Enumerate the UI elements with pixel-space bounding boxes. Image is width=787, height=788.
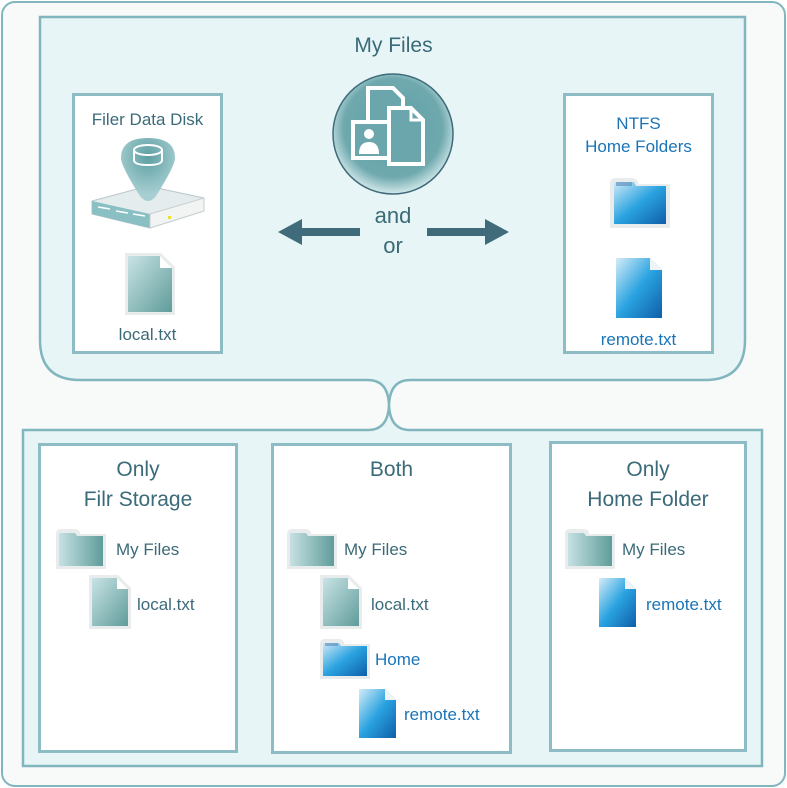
arrow-left-icon xyxy=(278,219,360,245)
my-files-icon xyxy=(332,73,454,195)
file-icon-blue xyxy=(599,578,636,627)
connector-and-label: and xyxy=(374,203,412,228)
file-icon-teal xyxy=(320,575,362,629)
outcome-3-title-line1: Only xyxy=(626,458,670,481)
ntfs-title-line2: Home Folders xyxy=(585,137,692,156)
outcome-2-item-2-label: local.txt xyxy=(371,595,429,614)
remote-file-label: remote.txt xyxy=(600,330,677,349)
outcome-3-item-2-label: remote.txt xyxy=(646,595,722,614)
file-icon-blue xyxy=(359,689,396,738)
outcome-1-title-line1: Only xyxy=(116,458,160,481)
local-file-label: local.txt xyxy=(118,325,177,344)
connector-or-label: or xyxy=(383,233,403,258)
filer-data-disk-title: Filer Data Disk xyxy=(91,110,204,129)
outcome-2-item-3-label: Home xyxy=(375,650,421,669)
arrow-right-icon xyxy=(427,219,509,245)
outcome-both: Both My Files local.txt Home remote.txt xyxy=(271,443,512,754)
file-icon-teal xyxy=(89,575,131,629)
ntfs-home-folders-box: NTFS Home Folders remote.txt xyxy=(563,93,714,354)
outcome-1-item-2-label: local.txt xyxy=(137,595,195,614)
outcome-3-title-line2: Home Folder xyxy=(587,488,709,511)
my-files-title: My Files xyxy=(354,34,433,57)
outcome-1-item-1-label: My Files xyxy=(116,540,180,559)
file-icon-blue xyxy=(616,258,662,318)
outcome-2-item-4-label: remote.txt xyxy=(404,705,480,724)
filer-data-disk-box: Filer Data Disk local.txt xyxy=(72,93,223,354)
folder-icon-teal xyxy=(56,529,106,569)
outcome-only-filr-storage: Only Filr Storage My Files local.txt xyxy=(38,443,238,753)
folder-icon-teal xyxy=(565,529,615,569)
server-disk-icon xyxy=(91,138,205,229)
outcome-1-title-line2: Filr Storage xyxy=(83,488,193,511)
outcome-2-item-1-label: My Files xyxy=(344,540,408,559)
file-icon-teal xyxy=(125,253,175,315)
folder-icon-blue xyxy=(320,639,370,679)
outcome-only-home-folder: Only Home Folder My Files remote.txt xyxy=(549,441,747,752)
folder-icon-blue xyxy=(610,178,670,228)
outcome-2-title: Both xyxy=(369,458,414,481)
outcome-3-item-1-label: My Files xyxy=(622,540,686,559)
ntfs-title-line1: NTFS xyxy=(616,114,661,133)
folder-icon-teal xyxy=(287,529,337,569)
